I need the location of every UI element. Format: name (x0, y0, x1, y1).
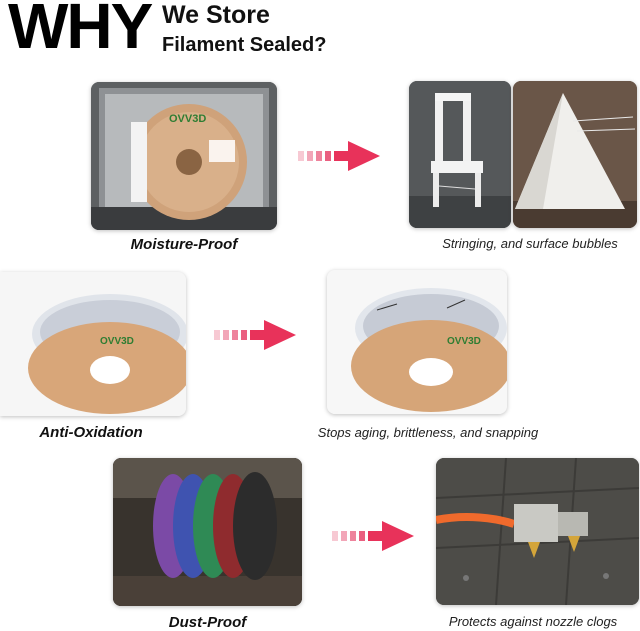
arrow-right-icon (332, 521, 414, 551)
caption-moisture-proof: Moisture-Proof (130, 236, 238, 253)
spool-logo: OVV3D (447, 336, 481, 347)
header-line-1: We Store (162, 1, 270, 29)
spool-logo: OVV3D (100, 336, 134, 347)
caption-stringing: Stringing, and surface bubbles (442, 236, 618, 251)
stringing-chair-photo (409, 81, 511, 228)
surface-bubbles-cone-photo (513, 81, 637, 228)
spool-logo: OVV3D (169, 113, 206, 125)
anti-oxidation-photo: OVV3D (0, 272, 186, 416)
moisture-proof-photo: OVV3D (91, 82, 277, 230)
header-line-2: Filament Sealed? (162, 34, 327, 56)
dust-proof-photo (113, 458, 302, 606)
nozzle-clog-photo (436, 458, 639, 605)
caption-anti-oxidation: Anti-Oxidation (39, 424, 143, 441)
caption-brittleness: Stops aging, brittleness, and snapping (317, 425, 539, 440)
caption-dust-proof: Dust-Proof (168, 614, 247, 631)
why-title: WHY (8, 0, 153, 62)
arrow-right-icon (214, 320, 296, 350)
caption-nozzle-clogs: Protects against nozzle clogs (448, 614, 618, 629)
arrow-right-icon (298, 141, 380, 171)
brittle-spool-photo: OVV3D (327, 270, 507, 414)
